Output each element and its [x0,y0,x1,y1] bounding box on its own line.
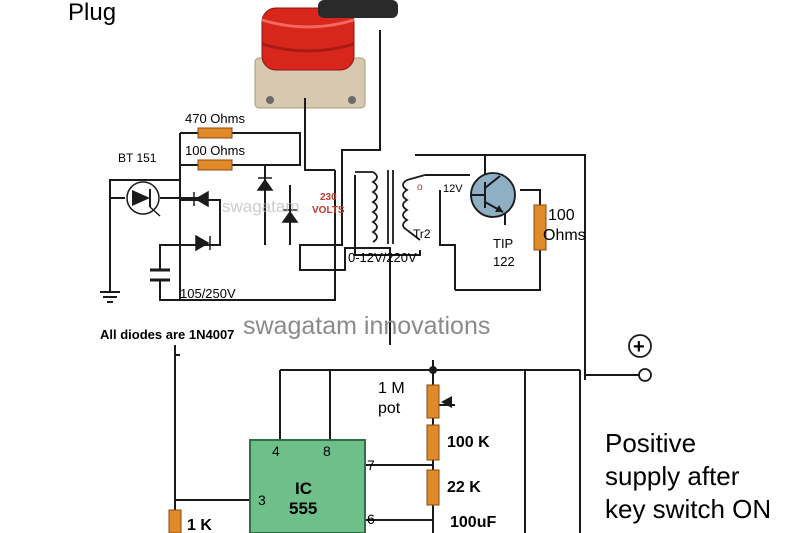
diode-bridge [193,177,299,252]
r-100-right-label-1: 100 [548,207,575,224]
r-22k-label: 22 K [447,479,481,496]
scr-symbol [126,181,161,217]
resistor-100-right [533,204,547,251]
watermark-faint: swagatam [222,197,299,216]
pot-1m [426,384,440,419]
pin-7: 7 [367,457,375,473]
resistor-100k [426,424,440,461]
r-100k-label: 100 K [447,434,490,451]
capacitor-105 [150,268,170,282]
watermark: swagatam innovations [243,312,490,340]
resistor-1k [168,509,182,533]
r-1k-label: 1 K [187,517,212,533]
plus-sign: + [633,336,645,358]
resistor-100-top [197,159,233,171]
plug-label: Plug [68,0,116,26]
pin-8: 8 [323,443,331,459]
scr-label: BT 151 [118,151,157,165]
r-100-right-label-2: Ohms [543,227,586,244]
mark-o: o [417,182,423,193]
upper-wires [109,30,586,380]
ground-symbol [100,291,120,303]
transformer-id: Tr2 [413,227,431,241]
ic-label-2: 555 [289,499,317,518]
caption-line-3: key switch ON [605,494,771,524]
r-100-top-label: 100 Ohms [185,143,245,158]
ignition-coil [254,0,398,109]
ic-label-1: IC [295,479,312,498]
cap-100uf-label: 100uF [450,514,496,531]
transistor-tip122 [470,172,516,218]
resistor-22k [426,469,440,506]
diodes-note: All diodes are 1N4007 [100,327,234,342]
caption-line-2: supply after [605,461,740,491]
pin-4: 4 [272,443,280,459]
pot-label-2: pot [378,400,401,417]
mark-12v: 12V [443,183,463,195]
transformer-rating: 0-12V/220V [348,250,417,265]
junction-dot [429,366,437,374]
transistor-label-2: 122 [493,254,515,269]
r-470-label: 470 Ohms [185,111,245,126]
pin-6: 6 [367,511,375,527]
voltage-label-1: 230 [320,192,337,203]
ic-555 [249,439,366,533]
transformer-tr2 [355,170,426,244]
pot-label-1: 1 M [378,380,405,397]
resistor-470 [197,127,233,139]
transistor-label-1: TIP [493,236,513,251]
positive-terminal [585,334,652,382]
caption-line-1: Positive [605,428,696,458]
pin-3: 3 [258,492,266,508]
cap-label: 105/250V [180,286,236,301]
pot-wiper [441,396,452,408]
voltage-label-2: VOLTS [312,205,345,216]
